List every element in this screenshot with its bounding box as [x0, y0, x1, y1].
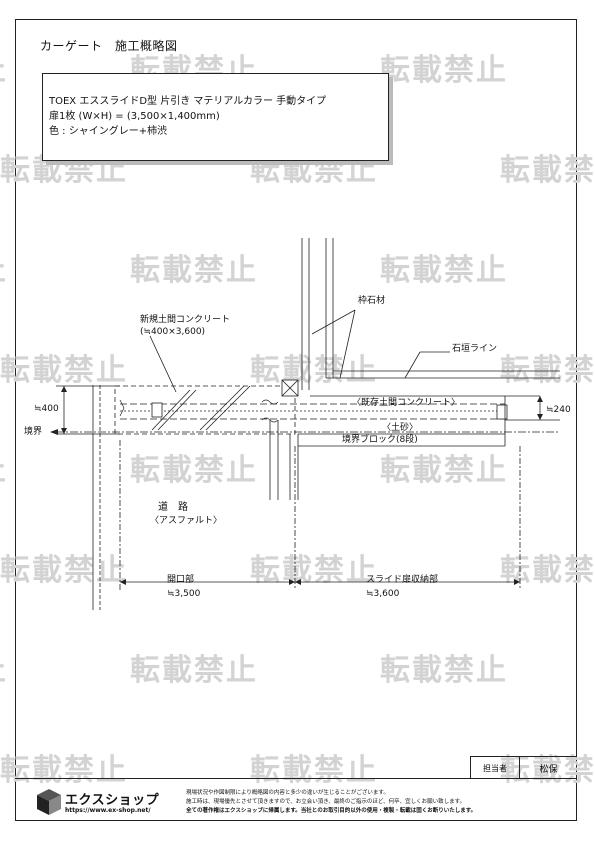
- spec-box: TOEX エススライドD型 片引き マテリアルカラー 手動タイプ 扉1枚 (W×…: [42, 73, 389, 161]
- label-soil: 〈土砂〉: [382, 423, 419, 433]
- label-road: 道 路: [158, 502, 188, 513]
- label-opening-dim: ≒3,500: [167, 589, 201, 599]
- label-boundary-block: 境界ブロック(8段): [342, 435, 418, 445]
- footer-note-3: 全ての著作権はエクスショップに帰属します。当社とのお取引目的以外の使用・複製・転…: [186, 808, 477, 814]
- label-boundary: 境界: [24, 427, 43, 437]
- label-storage: スライド扉収納部: [366, 575, 439, 585]
- label-stone-wall: 石垣ライン: [452, 344, 498, 354]
- spec-line-size: 扉1枚 (W×H) = (3,500×1,400mm): [49, 111, 220, 122]
- label-edge-stone: 枠石材: [358, 296, 386, 306]
- label-dim-400: ≒400: [34, 404, 59, 414]
- footer-notes: 現場状況や作図制限により概略図の内容と多少の違いが生じることがございます。 施工…: [186, 789, 476, 816]
- label-new-concrete-size: (≒400×3,600): [140, 327, 206, 337]
- box-logo-icon: [37, 789, 61, 815]
- label-storage-dim: ≒3,600: [366, 589, 400, 599]
- company-logo: エクスショップ https://www.ex-shop.net/: [35, 787, 175, 817]
- spec-line-color: 色 : シャイングレー+柿渋: [49, 126, 168, 137]
- footer-note-2: 施工時は、現場優先とさせて頂きますので、お立会い頂き、最終のご指示のほど、何卒、…: [186, 799, 466, 805]
- logo-text: エクスショップ: [65, 793, 160, 808]
- footer-note-1: 現場状況や作図制限により概略図の内容と多少の違いが生じることがございます。: [186, 790, 389, 796]
- gate-post-left: [151, 402, 163, 418]
- stamp-label: 担当者: [471, 757, 520, 779]
- footer-divider: [15, 778, 577, 779]
- page-title: カーゲート 施工概略図: [40, 39, 178, 53]
- drawing-frame: [15, 19, 577, 821]
- label-asphalt: 〈アスファルト〉: [150, 516, 223, 526]
- hatch-2: [199, 385, 245, 431]
- gate-post-right: [496, 404, 508, 420]
- new-concrete-area: [114, 385, 296, 435]
- hatch-1: [151, 389, 191, 431]
- label-new-concrete: 新規土間コンクリート: [140, 315, 231, 325]
- label-dim-240: ≒240: [546, 405, 571, 415]
- stamp-name: 松保: [539, 764, 558, 775]
- logo-url: https://www.ex-shop.net/: [65, 807, 151, 814]
- label-opening: 開口部: [167, 575, 195, 585]
- stamp-box: 担当者 松保: [470, 756, 577, 779]
- label-existing-concrete: 〈既存土間コンクリート〉: [352, 398, 461, 408]
- spec-line-product: TOEX エススライドD型 片引き マテリアルカラー 手動タイプ: [49, 96, 327, 107]
